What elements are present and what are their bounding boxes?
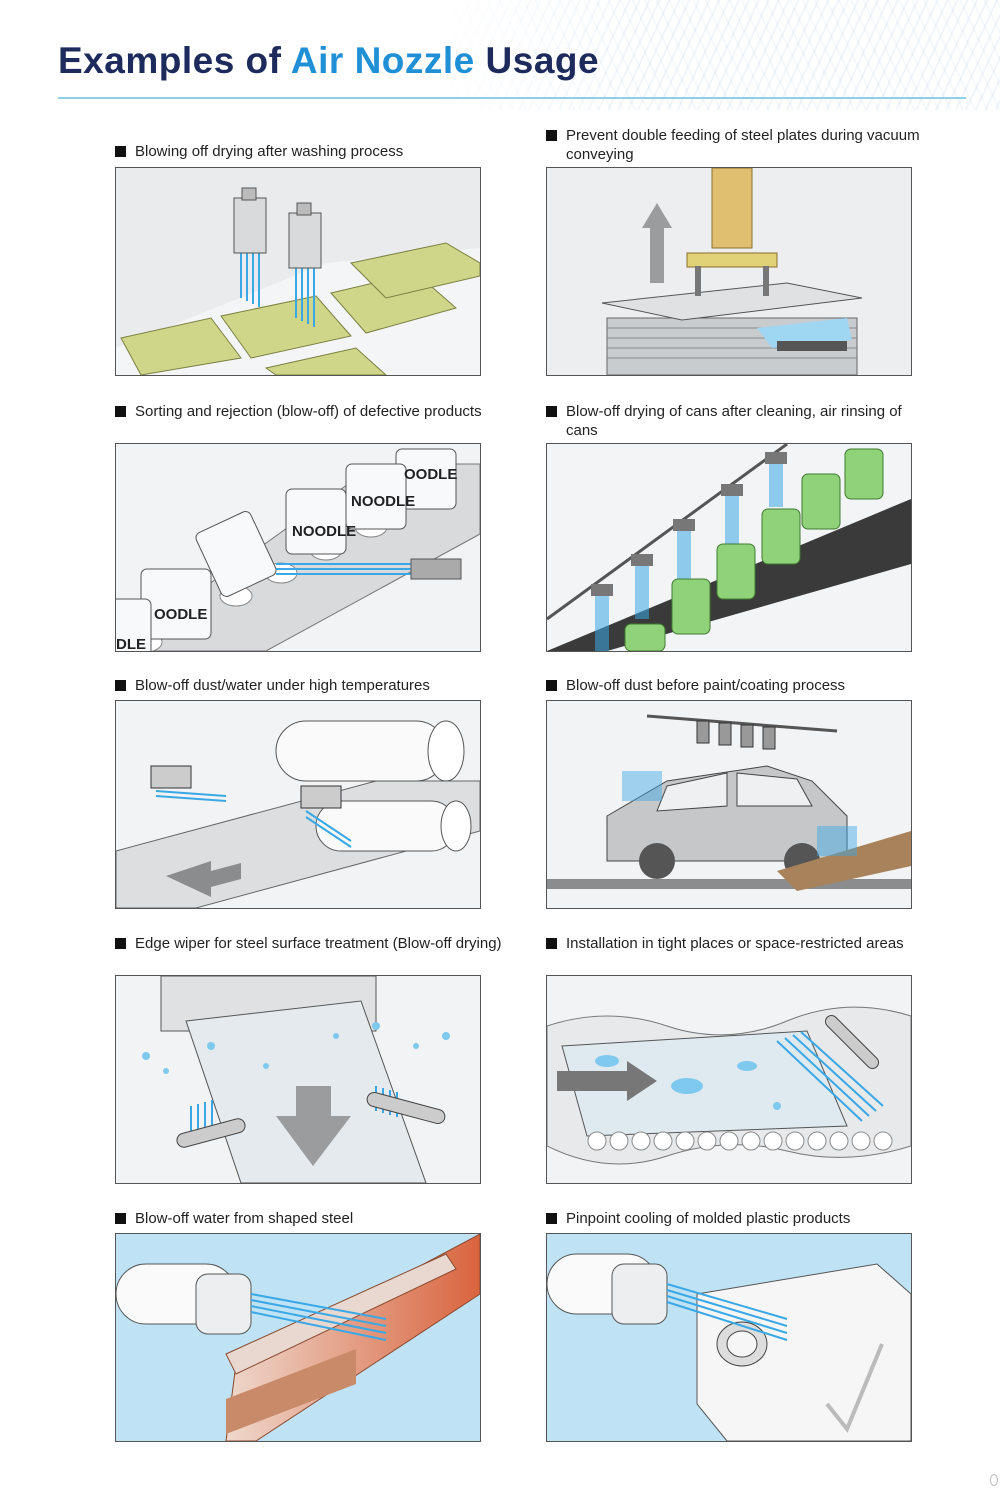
cup-label: OODLE (154, 606, 207, 623)
cup-label: NOODLE (292, 523, 356, 540)
illustration-defect-sorting: OODLE NOODLE NOODLE OODLE DLE (115, 443, 481, 652)
noodle-cup-drawing: OODLE NOODLE NOODLE OODLE DLE (116, 444, 480, 651)
caption-edge-wiper: Edge wiper for steel surface treatment (… (115, 934, 505, 953)
caption-steel-plate-feeding: Prevent double feeding of steel plates d… (546, 126, 936, 164)
cup-label: DLE (116, 636, 146, 651)
plastic-cooling-drawing (547, 1234, 911, 1441)
title-accent-text: Air Nozzle (290, 40, 475, 81)
illustration-can-drying (546, 443, 912, 652)
illustration-edge-wiper (115, 975, 481, 1184)
shaped-steel-drawing (116, 1234, 480, 1441)
cup-label: NOODLE (351, 493, 415, 510)
page-edge-mark (990, 1474, 998, 1486)
high-temp-drawing (116, 701, 480, 908)
caption-defect-sorting: Sorting and rejection (blow-off) of defe… (115, 402, 505, 421)
title-divider (58, 97, 966, 99)
illustration-plastic-cooling (546, 1233, 912, 1442)
title-text: Examples of (58, 40, 291, 81)
caption-shaped-steel: Blow-off water from shaped steel (115, 1209, 505, 1228)
illustration-paint-coating (546, 700, 912, 909)
cup-label: OODLE (404, 466, 457, 483)
illustration-pcb-drying (115, 167, 481, 376)
pcb-drying-drawing (116, 168, 480, 375)
edge-wiper-drawing (116, 976, 480, 1183)
title-text-end: Usage (474, 40, 600, 81)
steel-plate-drawing (547, 168, 911, 375)
caption-can-drying: Blow-off drying of cans after cleaning, … (546, 402, 936, 440)
caption-plastic-cooling: Pinpoint cooling of molded plastic produ… (546, 1209, 936, 1228)
caption-pcb-drying: Blowing off drying after washing process (115, 142, 505, 161)
illustration-tight-places (546, 975, 912, 1184)
caption-high-temperature: Blow-off dust/water under high temperatu… (115, 676, 505, 695)
caption-paint-coating: Blow-off dust before paint/coating proce… (546, 676, 936, 695)
page-title: Examples of Air Nozzle Usage (58, 40, 599, 82)
header-decoration (440, 0, 1000, 110)
can-drying-drawing (547, 444, 911, 651)
tight-places-drawing (547, 976, 911, 1183)
car-paint-drawing (547, 701, 911, 908)
illustration-shaped-steel (115, 1233, 481, 1442)
illustration-steel-plate-feeding (546, 167, 912, 376)
illustration-high-temperature (115, 700, 481, 909)
caption-tight-places: Installation in tight places or space-re… (546, 934, 936, 953)
